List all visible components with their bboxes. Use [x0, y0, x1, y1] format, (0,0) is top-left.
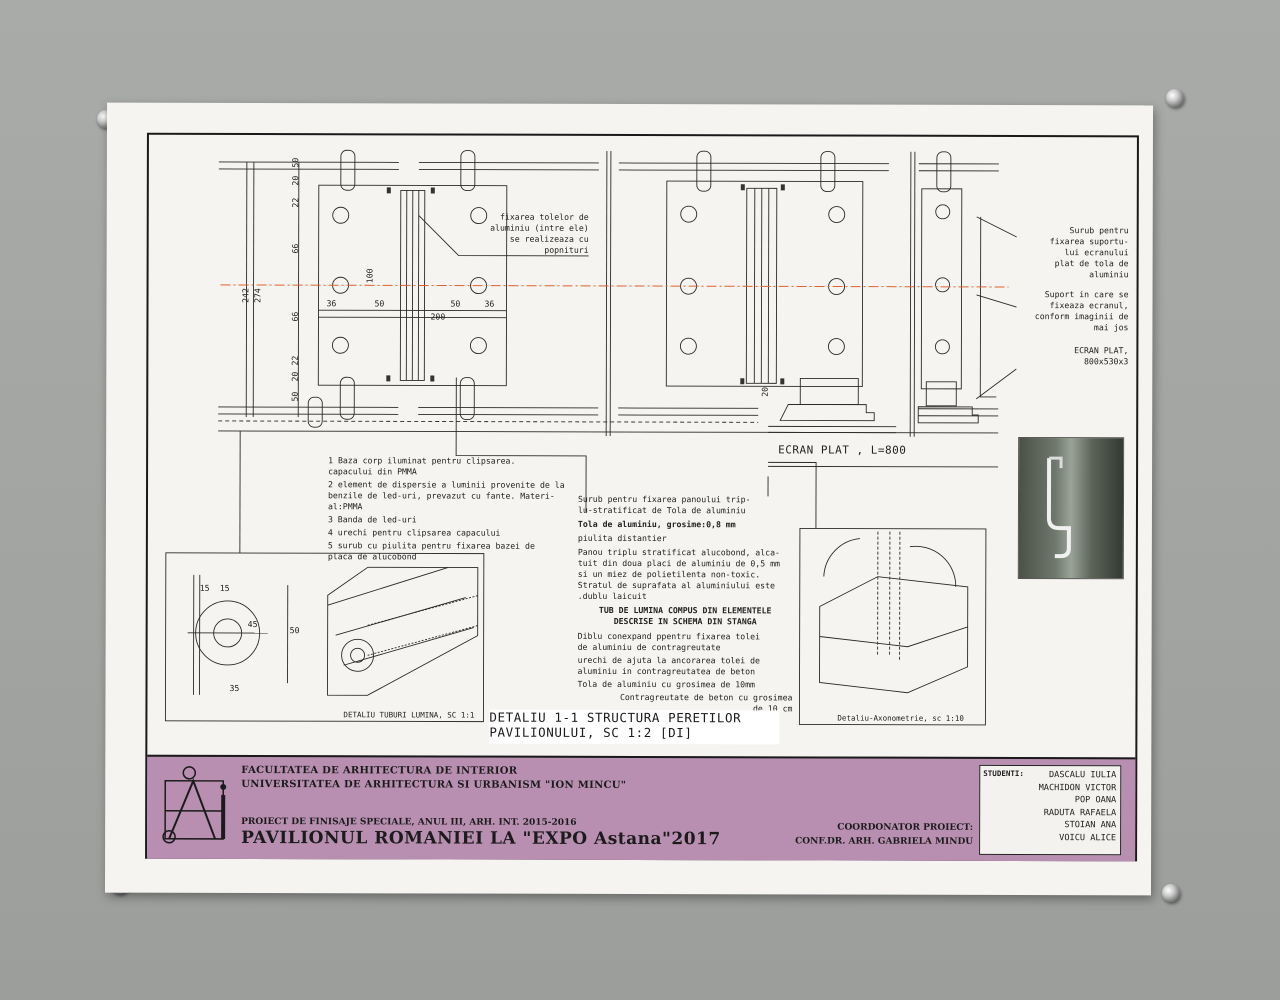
main-title-line2: PAVILIONULUI, SC 1:2 [DI] — [489, 724, 693, 741]
dim-50: 50 — [289, 625, 300, 636]
student-name: MACHIDON VICTOR — [1038, 782, 1117, 793]
legend-mid-item: urechi de ajuta la ancorarea tolei de al… — [577, 654, 760, 677]
dim-36: 36 — [326, 298, 337, 309]
bracket-photo — [1017, 437, 1125, 580]
note-surub-suport: Surub pentru fixarea suportu- lui ecranu… — [1049, 225, 1129, 280]
legend-left-item: 2 element de dispersie a luminii proveni… — [327, 479, 565, 512]
caption-detaliu-tuburi: DETALIU TUBURI LUMINA, SC 1:1 — [343, 710, 475, 720]
bracket-shape-icon — [1046, 456, 1071, 559]
legend-mid-item: Surub pentru fixarea panoului trip- lu-s… — [577, 493, 751, 516]
dim-35: 35 — [229, 682, 240, 693]
students-box: STUDENTI: DASCALU IULIA MACHIDON VICTOR … — [979, 764, 1122, 856]
drawing-frame: 50 20 22 66 66 22 20 50 242 274 100 36 5… — [145, 132, 1139, 862]
dim-100: 100 — [364, 268, 375, 284]
dim-66: 66 — [290, 243, 301, 254]
dim-22: 22 — [289, 355, 300, 366]
drawing-sheet: 50 20 22 66 66 22 20 50 242 274 100 36 5… — [104, 102, 1154, 896]
student-name: POP OANA — [1074, 795, 1117, 806]
dim-45: 45 — [247, 619, 258, 630]
dim-50: 50 — [450, 298, 461, 309]
student-name: STOIAN ANA — [1064, 820, 1117, 831]
legend-left-item: 5 surub cu piulita pentru fixarea bazei … — [327, 540, 535, 562]
coordinator-name: CONF.DR. ARH. GABRIELA MINDU — [795, 836, 974, 847]
legend-left-item: 3 Banda de led-uri — [327, 514, 417, 525]
faculty-name: FACULTATEA DE ARHITECTURA DE INTERIOR — [241, 764, 518, 777]
main-title-line1: DETALIU 1-1 STRUCTURA PERETILOR — [489, 709, 742, 726]
legend-left-item: 1 Baza corp iluminat pentru clipsarea. c… — [328, 455, 516, 477]
dim-50: 50 — [289, 391, 300, 402]
dim-20: 20 — [759, 386, 770, 397]
dim-22: 22 — [290, 197, 301, 208]
students-list: DASCALU IULIA MACHIDON VICTOR POP OANA R… — [1038, 769, 1117, 844]
note-ecran-plat-dim: ECRAN PLAT , L=800 — [778, 443, 907, 457]
dim-50: 50 — [290, 157, 301, 168]
legend-mid-item: TUB DE LUMINA COMPUS DIN ELEMENTELE DESC… — [598, 604, 772, 627]
dim-66: 66 — [289, 311, 300, 322]
pavilion-title: PAVILIONUL ROMANIEI LA "EXPO Astana"2017 — [241, 827, 721, 850]
legend-left-item: 4 urechi pentru clipsarea capacului — [327, 527, 501, 538]
note-fixarea-tolelor: fixarea tolelor de aluminiu (intre ele) … — [490, 211, 589, 255]
technical-drawing — [164, 149, 1017, 726]
dim-274: 274 — [252, 288, 263, 303]
legend-mid-item: Panou triplu stratificat alucobond, alca… — [577, 546, 780, 602]
main-title: DETALIU 1-1 STRUCTURA PERETILOR PAVILION… — [489, 709, 780, 745]
dim-50: 50 — [374, 298, 385, 309]
dim-20: 20 — [289, 371, 300, 382]
legend-mid-item: Diblu conexpand ppentru fixarea tolei de… — [577, 630, 761, 653]
push-pin-bottom-right — [1162, 884, 1180, 902]
student-name: VOICU ALICE — [1059, 832, 1117, 843]
legend-mid-item: piulita distantier — [577, 532, 667, 544]
legend-mid-item: Tola de aluminiu cu grosimea de 10mm — [577, 678, 755, 690]
legend-mid-item: Tola de aluminiu, grosime:0,8 mm — [577, 518, 736, 530]
coordinator-label: COORDONATOR PROIECT: — [837, 822, 974, 833]
dim-20: 20 — [290, 175, 301, 186]
university-name: UNIVERSITATEA DE ARHITECTURA SI URBANISM… — [241, 778, 627, 791]
note-ecran-plat: ECRAN PLAT, 800x530x3 — [1074, 345, 1129, 367]
dim-15: 15 — [199, 582, 210, 593]
legend-mid: Surub pentru fixarea panoului trip- lu-s… — [577, 494, 793, 715]
legend-left: 1 Baza corp iluminat pentru clipsarea. c… — [328, 455, 568, 563]
title-block: FACULTATEA DE ARHITECTURA DE INTERIOR UN… — [147, 754, 1136, 862]
dim-15: 15 — [219, 582, 230, 593]
dim-242: 242 — [240, 288, 251, 303]
dim-36: 36 — [484, 298, 495, 309]
caption-detaliu-axonometrie: Detaliu-Axonometrie, sc 1:10 — [837, 713, 964, 723]
faculty-logo-icon — [162, 766, 227, 844]
students-label: STUDENTI: — [983, 768, 1024, 779]
project-name: PROIECT DE FINISAJE SPECIALE, ANUL III, … — [241, 816, 577, 828]
dim-200: 200 — [430, 311, 446, 322]
note-suport-ecran: Suport in care se fixeaza ecranul, confo… — [1034, 289, 1129, 333]
student-name: DASCALU IULIA — [1048, 770, 1117, 781]
push-pin-top-right — [1166, 89, 1184, 107]
student-name: RADUTA RAFAELA — [1043, 807, 1117, 818]
